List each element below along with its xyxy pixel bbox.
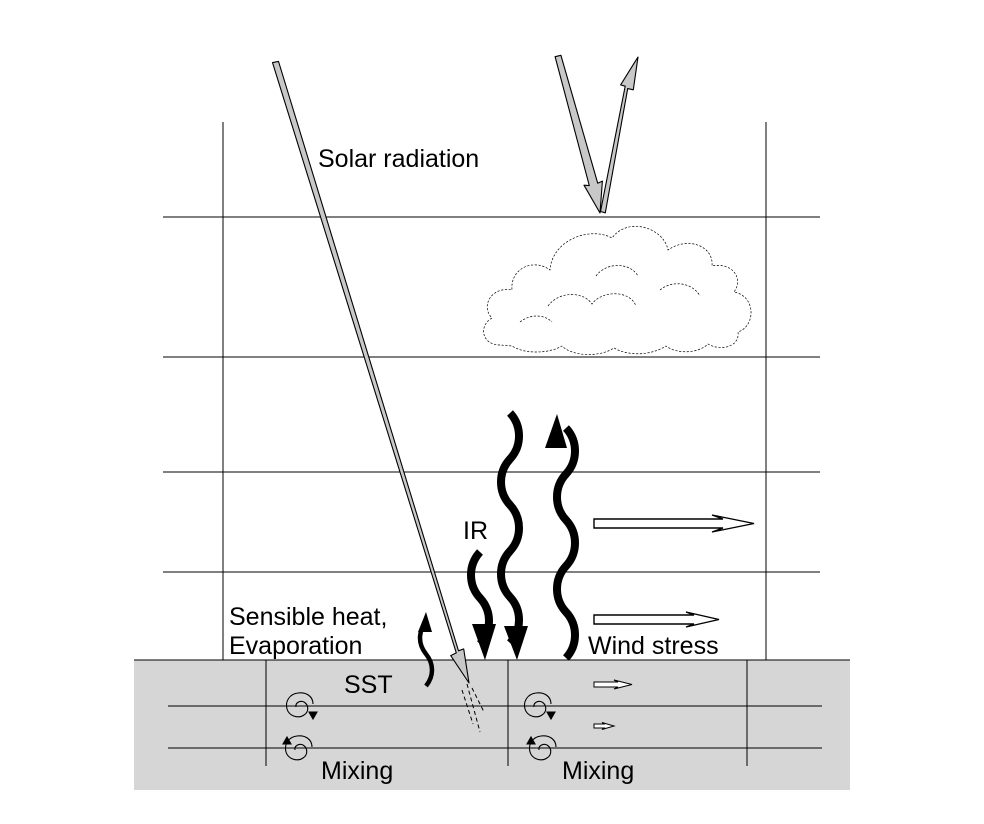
- ocean-layer: [134, 660, 850, 790]
- solar-reflection-arrow: [554, 54, 639, 214]
- ir-wave-down-middle: [497, 410, 523, 646]
- evaporation-label: Evaporation: [229, 632, 362, 660]
- current-arrow-upper: [593, 679, 633, 690]
- eddy-icon: [523, 692, 556, 721]
- solar-radiation-label: Solar radiation: [318, 145, 479, 173]
- ir-label: IR: [463, 517, 488, 545]
- ocean-grid: [134, 659, 850, 766]
- mixing-label-left: Mixing: [321, 757, 393, 785]
- sensible-heat-arrow: [417, 612, 435, 688]
- current-arrow-lower: [593, 722, 616, 730]
- wind-arrow-lower: [593, 611, 720, 628]
- solar-penetration-dashes: [461, 683, 485, 733]
- ir-arrowhead-down-middle: [504, 626, 528, 660]
- sst-label: SST: [344, 671, 393, 699]
- sensible-heat-label: Sensible heat,: [229, 603, 387, 631]
- ir-arrowhead-down-left: [472, 624, 496, 660]
- atmosphere-grid: [163, 122, 820, 660]
- mixing-eddies: [282, 692, 557, 761]
- wind-stress-label: Wind stress: [588, 632, 719, 660]
- eddy-icon: [285, 692, 318, 721]
- cloud: [483, 226, 752, 355]
- ir-arrowheads: [472, 414, 567, 660]
- eddy-icon: [526, 735, 557, 761]
- ir-wave-up-right: [553, 425, 579, 661]
- wind-arrow-upper: [593, 514, 755, 533]
- ir-arrowhead-up-right: [545, 414, 567, 448]
- eddy-icon: [282, 735, 313, 761]
- mixing-label-right: Mixing: [562, 757, 634, 785]
- wind-arrows: [593, 514, 755, 730]
- solar-radiation-arrow: [271, 60, 470, 684]
